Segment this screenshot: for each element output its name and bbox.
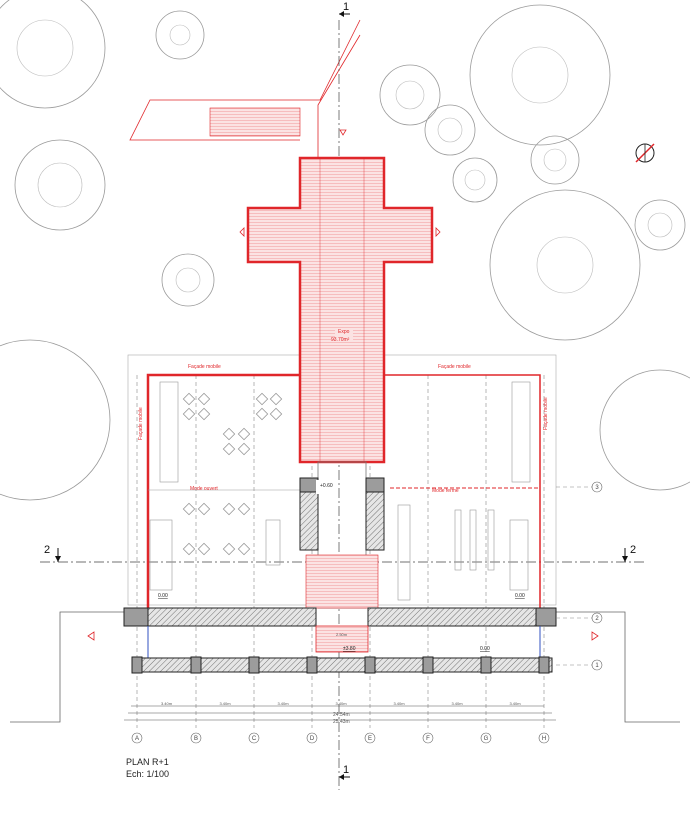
grid-letters: A B C D E F G H xyxy=(131,732,550,744)
trees xyxy=(0,0,690,501)
bay-dimension: 3.40m xyxy=(335,701,347,706)
column xyxy=(190,656,202,674)
terrace-wall xyxy=(131,656,553,674)
grid-letter: A xyxy=(135,736,139,742)
svg-text:1: 1 xyxy=(343,1,349,13)
svg-text:+0.60: +0.60 xyxy=(320,483,333,489)
section-marker-1-bottom: 1 xyxy=(339,764,350,780)
bay-dimension: 3.40m xyxy=(219,701,231,706)
svg-text:Façade mobile: Façade mobile xyxy=(438,364,471,370)
dimension-lines: 24.54m 25.43m 3.40m 3.40m 3.40m 3.40m 3.40m 3… xyxy=(124,701,556,725)
svg-text:Façade mobile: Façade mobile xyxy=(188,364,221,370)
bay-dimension: 3.40m xyxy=(161,701,173,706)
column xyxy=(248,656,260,674)
grid-letter: B xyxy=(194,736,198,742)
grid-letter-circle xyxy=(480,732,492,744)
svg-text:2: 2 xyxy=(630,544,636,556)
bay-dimension: 3.40m xyxy=(451,701,463,706)
svg-text:Façade mobile: Façade mobile xyxy=(138,407,144,440)
section-marker-2-right: 2 xyxy=(622,544,636,562)
grid-number: 1 xyxy=(595,663,599,669)
column xyxy=(131,656,143,674)
grid-letter-circle xyxy=(190,732,202,744)
column xyxy=(306,656,318,674)
grid-number-circle xyxy=(591,481,603,493)
main-wall: 2.50m ±3.80 0.00 xyxy=(87,607,599,658)
grid-number: 2 xyxy=(595,616,599,622)
grid-letter: G xyxy=(484,736,489,742)
grid-letter: F xyxy=(426,736,430,742)
svg-text:Expo: Expo xyxy=(338,329,350,335)
svg-text:Mode fermé: Mode fermé xyxy=(432,488,459,494)
column xyxy=(538,656,550,674)
section-marker-2-left: 2 xyxy=(44,544,61,562)
grid-letter-circle xyxy=(538,732,550,744)
column xyxy=(480,656,492,674)
access-stair xyxy=(129,19,361,158)
grid-letter-circle xyxy=(422,732,434,744)
right-hall: Façade mobile Façade mobile Mode fermé 0… xyxy=(384,364,549,608)
expo-deck: Expo 93.70m² xyxy=(239,156,441,464)
svg-text:1: 1 xyxy=(343,764,349,776)
north-arrow-icon xyxy=(635,143,655,163)
bay-dimension: 3.40m xyxy=(393,701,405,706)
svg-text:2: 2 xyxy=(44,544,50,556)
svg-text:24.54m: 24.54m xyxy=(333,712,350,718)
grid-letter: E xyxy=(368,736,372,742)
grid-letter: H xyxy=(542,736,546,742)
svg-text:±3.80: ±3.80 xyxy=(343,646,356,652)
section-marker-1-top: 1 xyxy=(339,1,350,17)
grid-letter-circle xyxy=(306,732,318,744)
svg-text:Façade mobile: Façade mobile xyxy=(543,397,549,430)
svg-text:Mode ouvert: Mode ouvert xyxy=(190,486,218,492)
left-hall: Façade mobile Façade mobile Mode ouvert … xyxy=(138,364,300,608)
site-boundary xyxy=(10,611,680,723)
column xyxy=(364,656,376,674)
grid-letter-circle xyxy=(248,732,260,744)
stair-core: +0.60 xyxy=(299,461,385,609)
grid-number-circle xyxy=(591,659,603,671)
grid-letter-circle xyxy=(131,732,143,744)
svg-text:2.50m: 2.50m xyxy=(336,632,348,637)
grid-number-circle xyxy=(591,612,603,624)
svg-text:93.70m²: 93.70m² xyxy=(331,337,350,343)
grid-number: 3 xyxy=(595,485,599,491)
plan-title: PLAN R+1 xyxy=(126,757,169,767)
grid-letter: C xyxy=(252,736,257,742)
column xyxy=(422,656,434,674)
grid-numbers: 1 2 3 xyxy=(556,481,603,671)
bay-dimension: 3.40m xyxy=(277,701,289,706)
svg-text:25.43m: 25.43m xyxy=(333,719,350,725)
svg-text:0.00: 0.00 xyxy=(158,593,168,599)
svg-text:0.00: 0.00 xyxy=(515,593,525,599)
bay-dimension: 3.40m xyxy=(509,701,521,706)
grid-letter-circle xyxy=(364,732,376,744)
grid-letter: D xyxy=(310,736,315,742)
svg-text:0.00: 0.00 xyxy=(480,646,490,652)
plan-scale: Ech: 1/100 xyxy=(126,769,169,779)
